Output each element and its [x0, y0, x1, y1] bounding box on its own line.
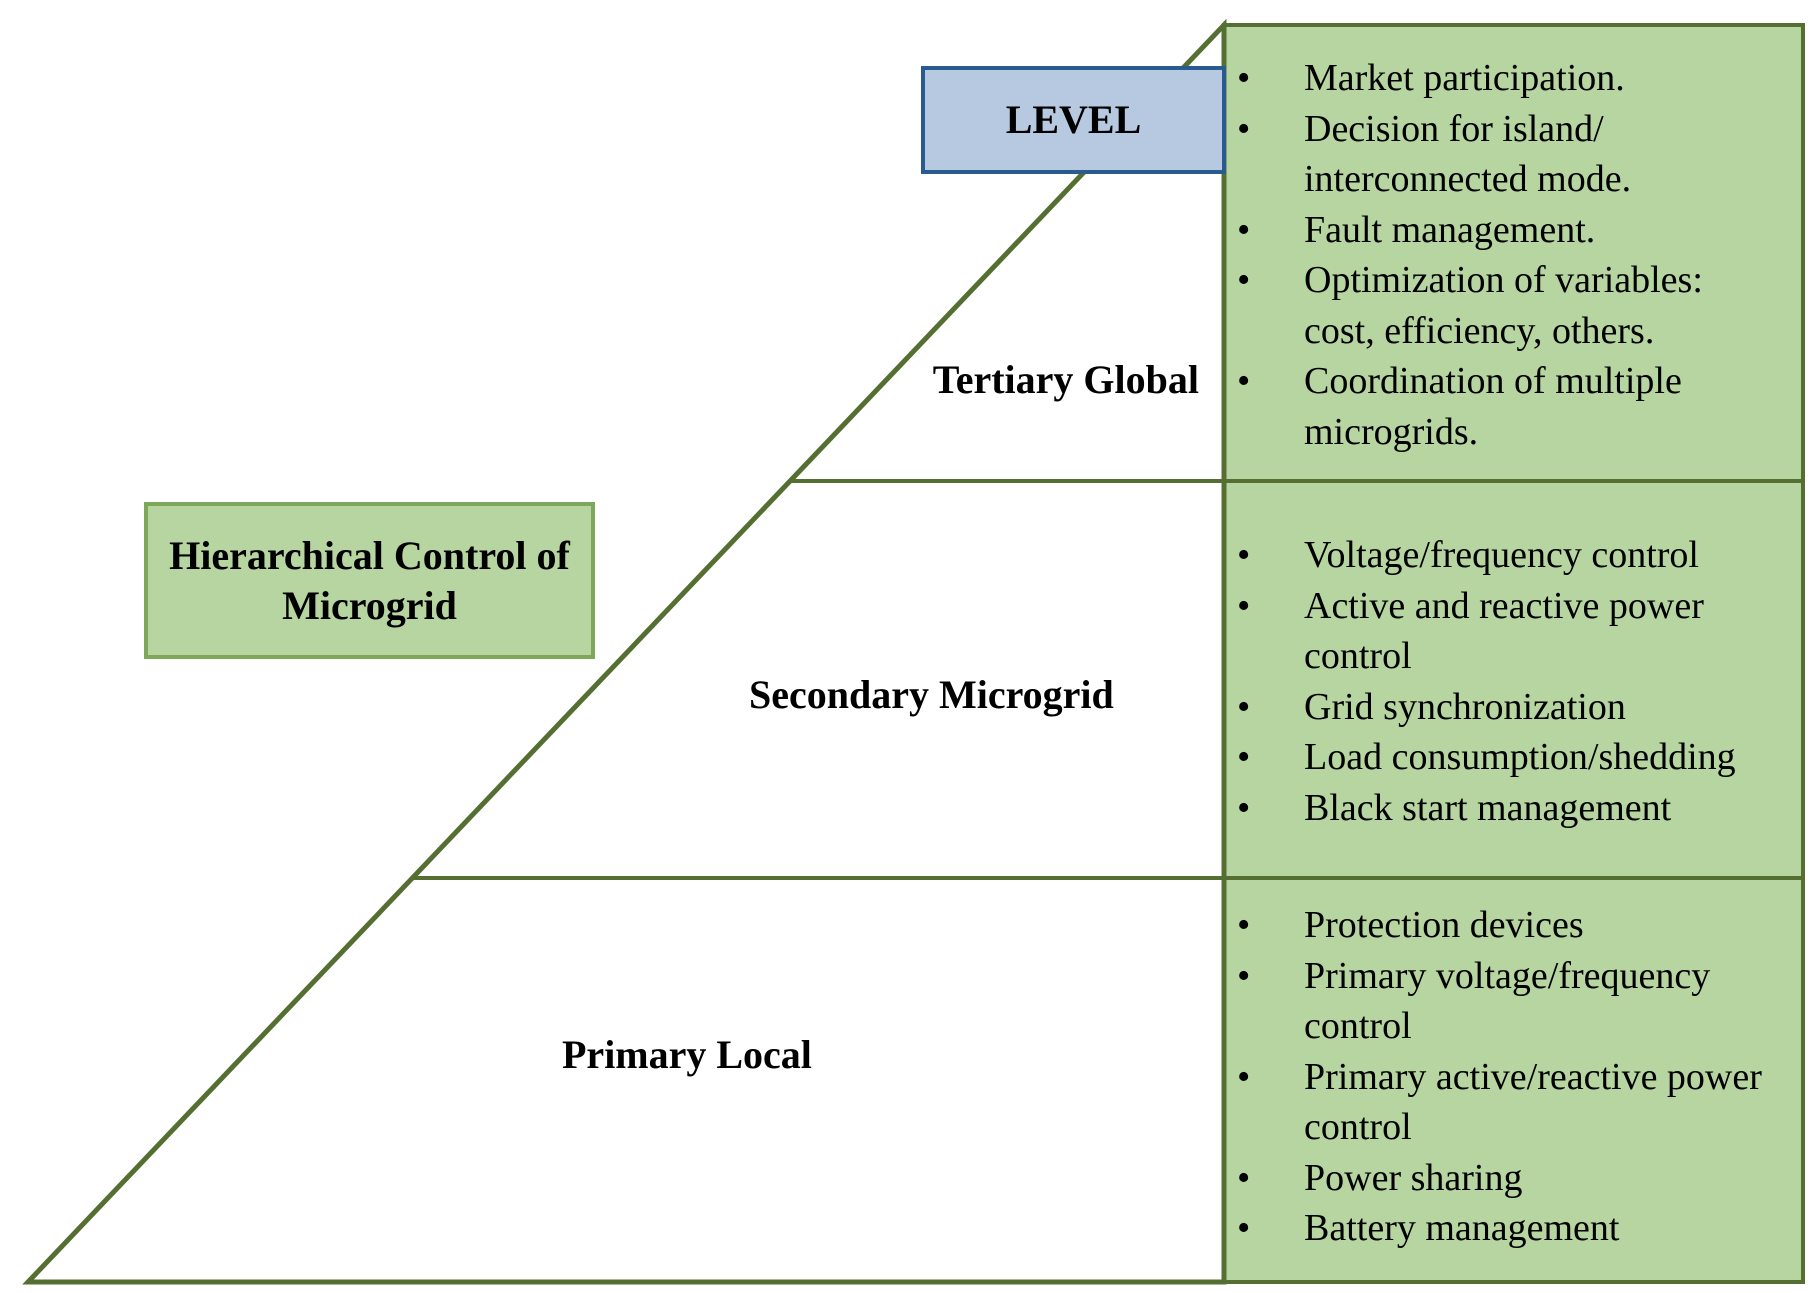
tertiary-functions-list: Market participation. Decision for islan…	[1237, 53, 1727, 457]
pyramid-triangle	[22, 18, 1227, 1285]
list-item: Voltage/frequency control	[1237, 530, 1797, 581]
title-box	[144, 502, 595, 659]
list-item: Load consumption/shedding	[1237, 732, 1797, 783]
list-item: Black start management	[1237, 783, 1797, 834]
list-item: Market participation.	[1237, 53, 1727, 104]
list-item: Active and reactive power control	[1237, 581, 1797, 682]
level-header-box	[921, 66, 1226, 174]
list-item: Primary voltage/frequency control	[1237, 951, 1767, 1052]
list-item: Fault management.	[1237, 205, 1727, 256]
level-name-secondary: Secondary Microgrid	[749, 672, 1114, 717]
level-name-primary: Primary Local	[562, 1032, 812, 1077]
diagram-title: Hierarchical Control of Microgrid	[169, 532, 570, 628]
primary-functions-list: Protection devices Primary voltage/frequ…	[1237, 900, 1767, 1254]
level-header: LEVEL	[1005, 97, 1142, 142]
list-item: Primary active/reactive power control	[1237, 1052, 1767, 1153]
level-name-tertiary: Tertiary Global	[932, 357, 1199, 402]
list-item: Grid synchronization	[1237, 682, 1797, 733]
secondary-functions-list: Voltage/frequency control Active and rea…	[1237, 530, 1797, 833]
list-item: Coordination of multiple microgrids.	[1237, 356, 1727, 457]
list-item: Protection devices	[1237, 900, 1767, 951]
list-item: Power sharing	[1237, 1153, 1767, 1204]
list-item: Decision for island/ interconnected mode…	[1237, 104, 1727, 205]
list-item: Optimization of variables: cost, efficie…	[1237, 255, 1727, 356]
list-item: Battery management	[1237, 1203, 1767, 1254]
